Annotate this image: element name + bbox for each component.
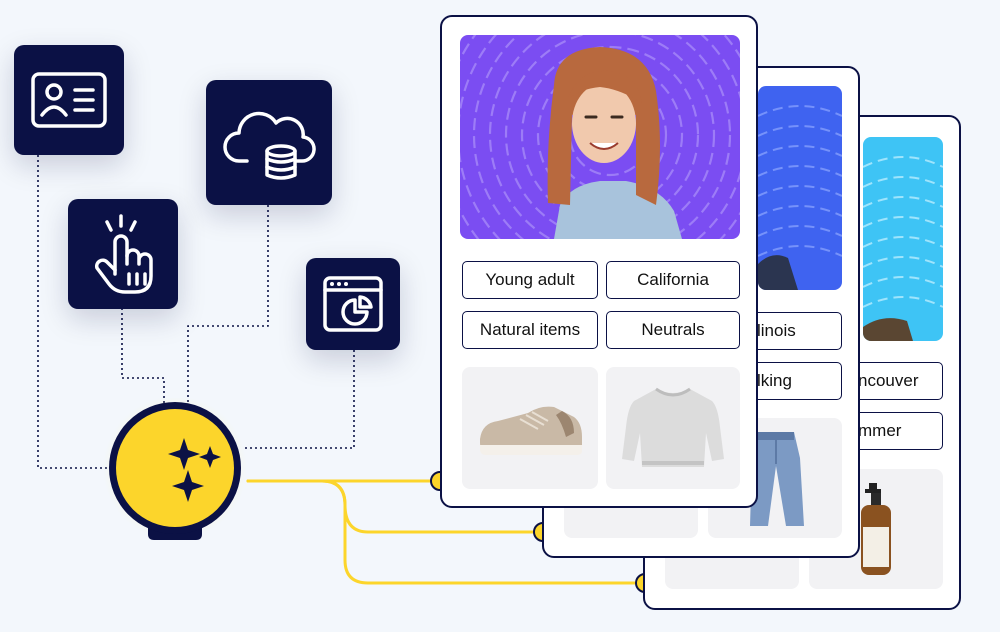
sparkle-ball-icon <box>103 396 247 540</box>
dotted-line-tap <box>121 308 165 410</box>
dotted-line-id-card <box>37 155 110 469</box>
pump-bottle-icon <box>861 483 891 575</box>
sweater-icon <box>622 387 724 467</box>
card-front-tag-4: Neutrals <box>606 311 740 349</box>
jeans-icon <box>750 432 804 526</box>
card-back-photo <box>863 137 943 341</box>
profile-card-front: Young adult California Natural items Neu… <box>440 15 758 508</box>
card-front-tag-1: Young adult <box>462 261 598 299</box>
dotted-line-cloud <box>187 205 269 405</box>
card-back-tag-2: mmer <box>851 412 943 450</box>
cloud-database-icon <box>223 111 316 180</box>
sparkle-ball <box>102 396 248 550</box>
cloud-database-tile <box>206 80 332 205</box>
card-back-product-2 <box>809 469 943 589</box>
id-card-icon <box>31 72 107 128</box>
id-card-tile <box>14 45 124 155</box>
card-middle-tag-2: lking <box>750 362 842 400</box>
analytics-window-icon <box>323 276 383 332</box>
analytics-window-tile <box>306 258 400 350</box>
card-back-tag-1: ncouver <box>851 362 943 400</box>
card-front-product-2 <box>606 367 740 489</box>
card-middle-photo <box>758 86 842 290</box>
card-front-tag-3: Natural items <box>462 311 598 349</box>
card-middle-tag-1: linois <box>750 312 842 350</box>
card-front-tag-2: California <box>606 261 740 299</box>
tap-hand-tile <box>68 199 178 309</box>
sneaker-icon <box>480 406 582 455</box>
tap-hand-icon <box>94 214 153 294</box>
card-front-product-1 <box>462 367 598 489</box>
card-front-photo <box>460 35 740 239</box>
dotted-line-analytics <box>243 350 355 449</box>
yellow-line-back <box>246 479 647 585</box>
